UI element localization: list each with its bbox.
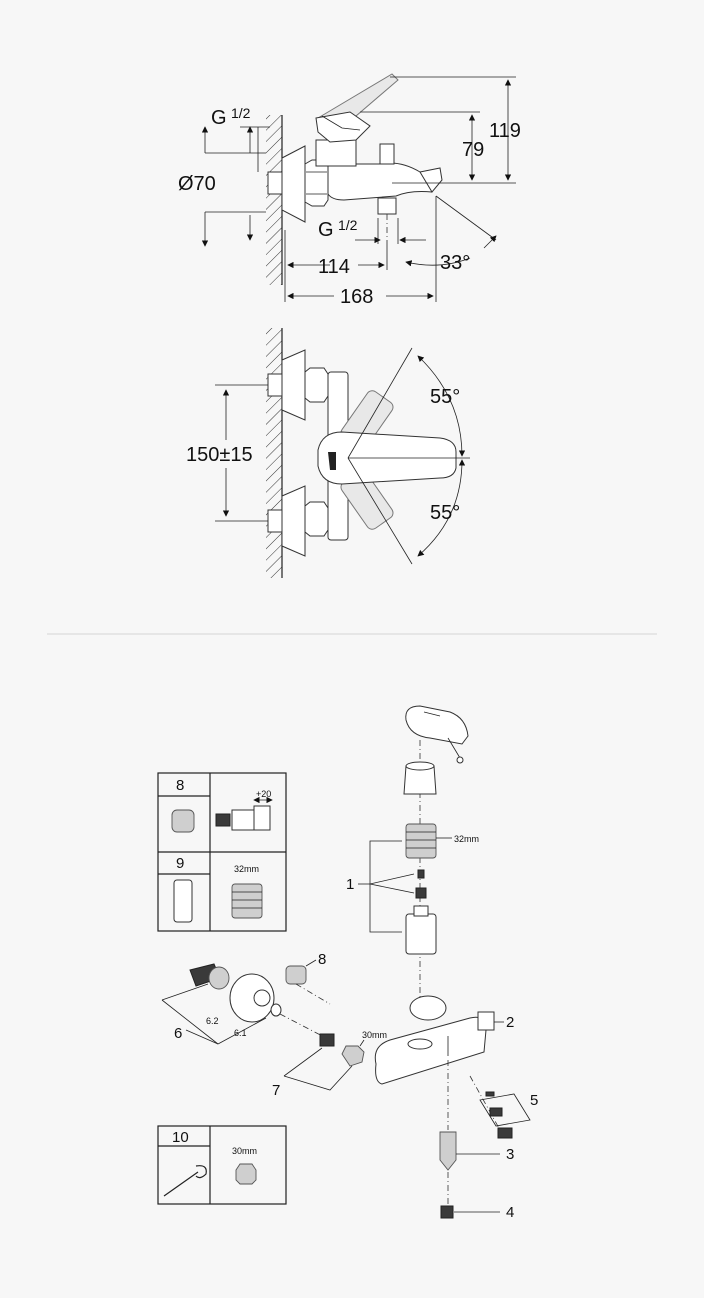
spout-outlet bbox=[419, 167, 443, 193]
escutcheon bbox=[281, 145, 306, 223]
cartridge-nut-size: 32mm bbox=[454, 834, 479, 844]
box-8-dim: +20 bbox=[256, 789, 271, 799]
lever-handle bbox=[315, 111, 371, 143]
diverter-knob bbox=[379, 143, 395, 165]
body-escutcheon bbox=[409, 995, 447, 1021]
escutcheon-6 bbox=[229, 973, 275, 1023]
box-10-dim: 30mm bbox=[232, 1146, 257, 1156]
union-connector-7 bbox=[319, 1033, 335, 1047]
cartridge-housing bbox=[315, 139, 357, 167]
part-7-label: 7 bbox=[272, 1082, 280, 1099]
centres-label: 150±15 bbox=[186, 444, 253, 466]
exploded-lever bbox=[405, 705, 469, 745]
box-9-label: 9 bbox=[176, 855, 184, 872]
wall-hatch bbox=[266, 115, 282, 285]
part-1-label: 1 bbox=[346, 876, 354, 893]
outlet-angle-label: 33° bbox=[440, 252, 470, 274]
top-view: 150±15 55° 55° bbox=[186, 328, 470, 578]
exploded-parts-view: 32mm 1 2 5 3 4 bbox=[157, 705, 538, 1221]
part-6-label: 6 bbox=[174, 1025, 182, 1042]
upper-union-nut bbox=[304, 367, 329, 403]
projection-outlet-label: 114 bbox=[318, 256, 350, 278]
box-10-label: 10 bbox=[172, 1129, 189, 1146]
wall-hatch-top bbox=[266, 328, 282, 578]
union-nut bbox=[304, 159, 329, 207]
height-total-label: 119 bbox=[489, 120, 521, 142]
union-nut-size: 30mm bbox=[362, 1030, 387, 1040]
part-5-label: 5 bbox=[530, 1092, 538, 1109]
diameter-label: Ø70 bbox=[178, 173, 216, 195]
extension-part bbox=[171, 809, 195, 833]
diverter-cartridge bbox=[439, 1131, 457, 1171]
nut-32mm bbox=[231, 883, 263, 919]
thread-top-fraction: 1/2 bbox=[231, 105, 251, 121]
swing-up-label: 55° bbox=[430, 386, 460, 408]
mixer-body bbox=[327, 162, 437, 201]
part-4-label: 4 bbox=[506, 1204, 514, 1221]
thread-bottom-fraction: 1/2 bbox=[338, 217, 358, 233]
wrench-icon bbox=[163, 1165, 207, 1197]
part-8-label: 8 bbox=[318, 951, 326, 968]
shower-outlet-connector bbox=[377, 197, 397, 215]
thread-bottom-label: G bbox=[318, 219, 334, 241]
part-3-label: 3 bbox=[506, 1146, 514, 1163]
union-nut-7 bbox=[341, 1045, 365, 1067]
extension-ghost bbox=[285, 965, 307, 985]
box-8-label: 8 bbox=[176, 777, 184, 794]
thread-top-label: G bbox=[211, 107, 227, 129]
side-elevation-view: G 1/2 Ø70 119 79 G 1/2 114 168 33° bbox=[178, 73, 521, 308]
cartridge bbox=[405, 913, 437, 955]
part-2-label: 2 bbox=[506, 1014, 514, 1031]
spindle-extension bbox=[173, 879, 193, 923]
aerator-part bbox=[489, 1107, 503, 1117]
part-6-2-label: 6.2 bbox=[206, 1016, 219, 1026]
shower-adapter bbox=[440, 1205, 454, 1219]
diverter-cap bbox=[477, 1011, 495, 1031]
projection-total-label: 168 bbox=[340, 286, 373, 308]
part-6-1-label: 6.1 bbox=[234, 1028, 247, 1038]
height-lever-label: 79 bbox=[462, 139, 484, 161]
nut-30mm bbox=[235, 1163, 257, 1185]
spindle-adapter bbox=[415, 887, 427, 899]
cartridge-nut bbox=[405, 823, 437, 859]
service-box-10 bbox=[157, 1125, 287, 1205]
exploded-body bbox=[374, 1016, 487, 1085]
lower-union-nut bbox=[304, 501, 329, 537]
swing-down-label: 55° bbox=[430, 502, 460, 524]
box-9-dim: 32mm bbox=[234, 864, 259, 874]
wall-connector bbox=[267, 171, 283, 195]
